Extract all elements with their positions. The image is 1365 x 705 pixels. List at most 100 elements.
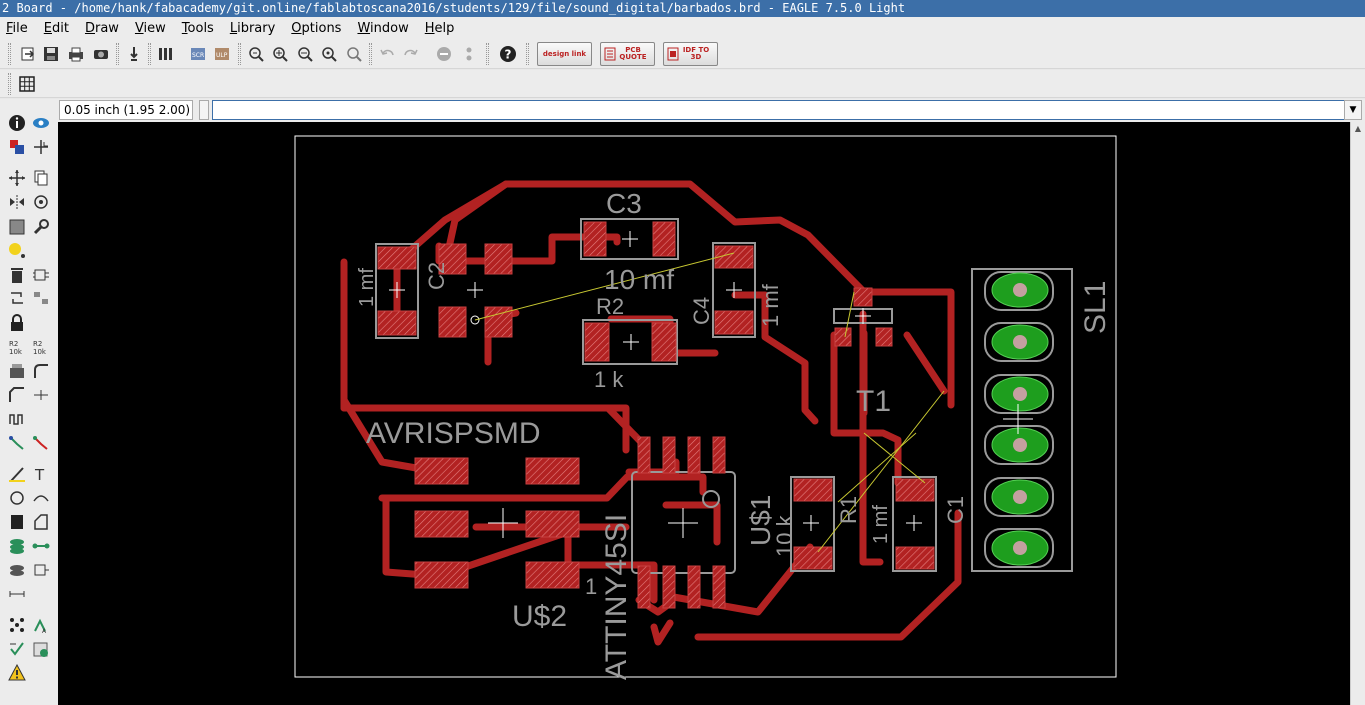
erc-icon[interactable] xyxy=(7,639,27,659)
move-icon[interactable] xyxy=(7,168,27,188)
go-icon[interactable] xyxy=(458,43,480,65)
scroll-up-icon[interactable]: ▲ xyxy=(1354,124,1362,133)
rotate-icon[interactable] xyxy=(31,192,51,212)
menu-window[interactable]: Window xyxy=(357,20,409,36)
signal-icon[interactable] xyxy=(31,536,51,556)
optimize-icon[interactable] xyxy=(31,385,51,405)
group-icon[interactable] xyxy=(7,217,27,237)
coordinate-display: 0.05 inch (1.95 2.00) xyxy=(59,100,193,120)
menu-tools[interactable]: Tools xyxy=(181,20,214,36)
undo-icon[interactable] xyxy=(376,43,398,65)
info-icon[interactable] xyxy=(7,113,27,133)
sl1-connector xyxy=(984,271,1054,568)
grid-icon[interactable] xyxy=(16,73,38,95)
attribute-icon[interactable] xyxy=(31,560,51,580)
drc-icon[interactable] xyxy=(31,639,51,659)
label-c4: C4 xyxy=(689,297,714,325)
label-c3: C3 xyxy=(606,188,642,219)
zoom-redraw-icon[interactable] xyxy=(318,43,340,65)
vertical-scrollbar[interactable]: ▲ xyxy=(1350,122,1365,705)
menu-draw[interactable]: Draw xyxy=(84,20,119,36)
toolbar-grip[interactable] xyxy=(148,43,151,65)
ripup-icon[interactable] xyxy=(31,433,51,453)
open-icon[interactable] xyxy=(17,43,39,65)
board-canvas[interactable]: C3 10 mf R2 1 k AVRISPSMD U$2 1 T1 1 mf … xyxy=(58,122,1350,705)
route-icon[interactable] xyxy=(7,433,27,453)
zoom-select-icon[interactable] xyxy=(343,43,365,65)
idf-to-3d-button[interactable]: IDF TO 3D xyxy=(663,42,718,66)
meander-icon[interactable] xyxy=(7,409,27,429)
circle-icon[interactable] xyxy=(7,488,27,508)
layer-settings-icon[interactable] xyxy=(155,43,177,65)
help-icon[interactable]: ? xyxy=(497,43,519,65)
zoom-out-icon[interactable] xyxy=(294,43,316,65)
stop-icon[interactable] xyxy=(433,43,455,65)
mark-icon[interactable] xyxy=(31,137,51,157)
menu-view[interactable]: View xyxy=(134,20,166,36)
smash-icon[interactable] xyxy=(7,361,27,381)
toolbar-grip[interactable] xyxy=(8,43,11,65)
text-icon[interactable]: T xyxy=(31,464,51,484)
toolbar-grip[interactable] xyxy=(369,43,372,65)
via-icon[interactable] xyxy=(7,536,27,556)
run-ulp-icon[interactable]: ULP xyxy=(211,43,233,65)
menu-options[interactable]: Options xyxy=(291,20,342,36)
zoom-in-icon[interactable] xyxy=(269,43,291,65)
cam-icon[interactable] xyxy=(90,43,112,65)
board-outline xyxy=(294,135,1117,678)
polygon-icon[interactable] xyxy=(31,512,51,532)
wire-icon[interactable] xyxy=(7,464,27,484)
display-layers-icon[interactable] xyxy=(7,137,27,157)
miter-icon[interactable] xyxy=(31,361,51,381)
rect-icon[interactable] xyxy=(7,512,27,532)
svg-text:R2: R2 xyxy=(33,340,42,348)
replace-icon[interactable] xyxy=(31,288,51,308)
print-icon[interactable] xyxy=(65,43,87,65)
arc-icon[interactable] xyxy=(31,488,51,508)
split-icon[interactable] xyxy=(7,385,27,405)
label-c1-value: 1 mf xyxy=(870,505,892,544)
toolbar-grip[interactable] xyxy=(486,43,489,65)
menu-edit[interactable]: Edit xyxy=(43,20,69,36)
delete-trash-icon[interactable] xyxy=(7,265,27,285)
redo-icon[interactable] xyxy=(400,43,422,65)
toolbar-grip[interactable] xyxy=(116,43,119,65)
copy-icon[interactable] xyxy=(31,168,51,188)
label-c4-value: 1 mf xyxy=(758,283,783,327)
change-wrench-icon[interactable] xyxy=(31,217,51,237)
origin-markers xyxy=(389,231,1033,538)
menu-library[interactable]: Library xyxy=(229,20,276,36)
ratsnest-icon[interactable] xyxy=(7,615,27,635)
menu-file[interactable]: File xyxy=(6,20,28,36)
toolbar-grip[interactable] xyxy=(526,43,529,65)
lock-icon[interactable] xyxy=(7,313,27,333)
zoom-fit-icon[interactable] xyxy=(245,43,267,65)
menu-help[interactable]: Help xyxy=(424,20,455,36)
design-link-button[interactable]: design link xyxy=(537,42,592,66)
mirror-icon[interactable] xyxy=(7,192,27,212)
errors-warning-icon[interactable] xyxy=(7,663,27,683)
pinswap-icon[interactable] xyxy=(7,288,27,308)
label-r1-value: 10 k xyxy=(772,514,797,557)
svg-text:A: A xyxy=(42,628,47,634)
add-part-icon[interactable] xyxy=(31,265,51,285)
save-icon[interactable] xyxy=(40,43,62,65)
dimension-icon[interactable] xyxy=(7,584,27,604)
parameter-toolbar xyxy=(0,70,1365,98)
paste-icon[interactable] xyxy=(7,240,27,260)
hole-icon[interactable] xyxy=(7,560,27,580)
label-avrispsmd: AVRISPSMD xyxy=(366,417,540,450)
svg-text:T: T xyxy=(34,466,45,483)
autorouter-icon[interactable]: A xyxy=(31,615,51,635)
pcb-quote-button[interactable]: PCB QUOTE xyxy=(600,42,655,66)
command-history-dropdown[interactable]: ▼ xyxy=(1344,100,1362,120)
label-r2-value: 1 k xyxy=(594,367,624,392)
show-eye-icon[interactable] xyxy=(31,113,51,133)
script-icon[interactable]: SCR xyxy=(187,43,209,65)
command-input[interactable] xyxy=(212,100,1349,120)
toolbar-grip[interactable] xyxy=(8,73,11,95)
toolbar-grip[interactable] xyxy=(238,43,241,65)
ulp-icon[interactable] xyxy=(123,43,145,65)
